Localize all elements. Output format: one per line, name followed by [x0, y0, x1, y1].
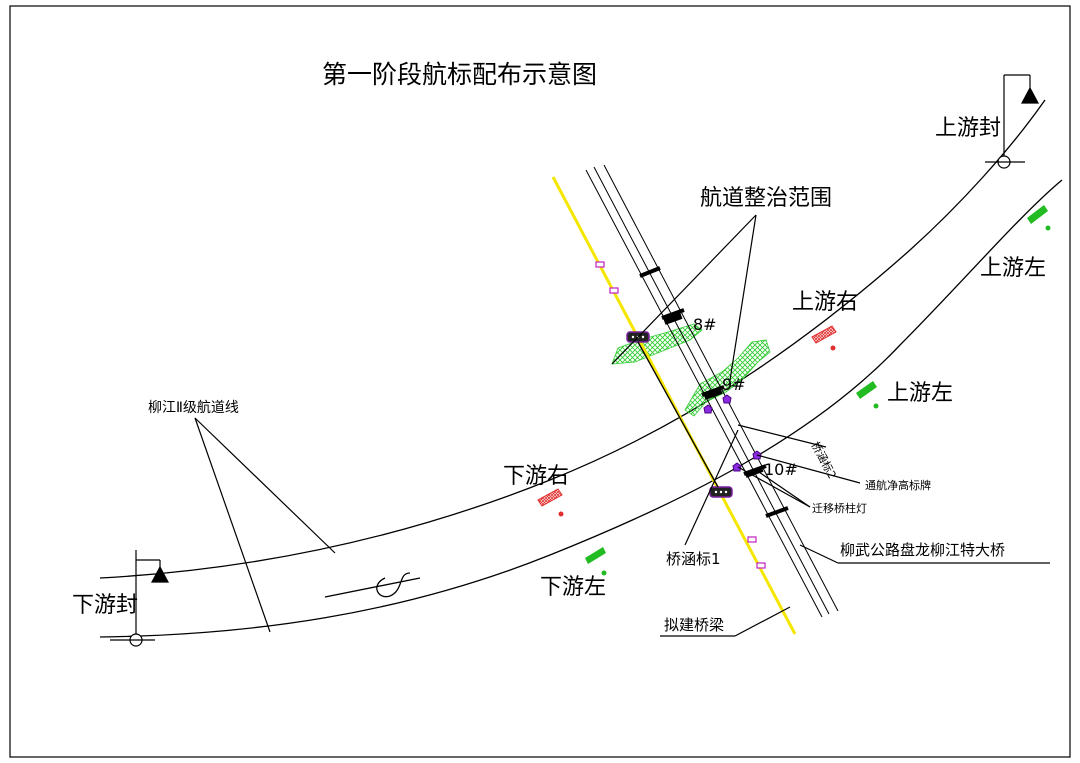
downstream-closure-label: 下游封 [72, 593, 139, 618]
leader-lines [194, 214, 1050, 637]
waterway-line-symbol [324, 572, 421, 598]
pier-8-label: 8# [693, 315, 717, 334]
pier-10-label: 10# [764, 460, 798, 479]
upstream-left-top-buoy-icon [1027, 205, 1051, 231]
proposed-bridge-line [551, 176, 797, 635]
upstream-right-buoy-icon [811, 325, 837, 351]
downstream-right-buoy-icon [537, 488, 564, 517]
lower-river-bank [99, 179, 1063, 638]
culvert-leader [637, 341, 719, 488]
pier-light-icons [703, 394, 762, 472]
relocated-pier-lights-label: 迁移桥柱灯 [812, 502, 867, 515]
waterway-line-label: 柳江Ⅱ级航道线 [148, 400, 239, 416]
pier-9-label: 9# [722, 375, 746, 394]
bridge-culvert-mark-1-icon [709, 486, 733, 498]
clearance-height-sign-label: 通航净高标牌 [865, 479, 931, 492]
upstream-closure-label: 上游封 [935, 116, 1002, 141]
upper-river-bank [99, 99, 1046, 579]
bridge-culvert-mark-1-label: 桥涵标1 [666, 550, 721, 568]
upstream-left-buoy-icon [856, 381, 879, 409]
proposed-bridge-label: 拟建桥梁 [664, 616, 725, 634]
downstream-left-buoy-icon [585, 547, 607, 576]
regulation-area-left [611, 323, 703, 365]
downstream-left-label: 下游左 [540, 575, 607, 600]
frame-border [9, 5, 1071, 758]
proposed-bridge-marks [595, 261, 766, 569]
page-title: 第一阶段航标配布示意图 [322, 60, 598, 89]
downstream-right-label: 下游右 [503, 464, 570, 489]
downstream-closure-mark-icon [110, 550, 169, 647]
regulation-range-label: 航道整治范围 [700, 186, 833, 211]
upstream-right-label: 上游右 [792, 290, 859, 315]
existing-bridge-label: 柳武公路盘龙柳江特大桥 [840, 541, 1006, 559]
upstream-left-label: 上游左 [887, 381, 954, 406]
pier-rects [663, 313, 764, 478]
upstream-closure-mark-icon [985, 74, 1039, 169]
upstream-left-top-label: 上游左 [980, 256, 1047, 281]
